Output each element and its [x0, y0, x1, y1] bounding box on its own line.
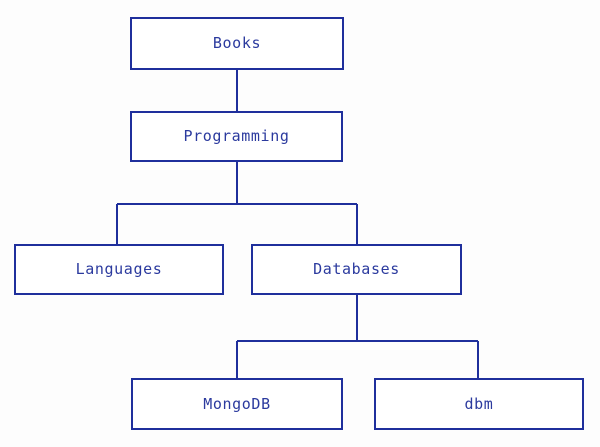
node-label-programming: Programming — [183, 127, 290, 145]
node-label-languages: Languages — [75, 260, 163, 278]
node-databases[interactable]: Databases — [251, 244, 462, 295]
node-languages[interactable]: Languages — [14, 244, 224, 295]
node-programming[interactable]: Programming — [130, 111, 343, 162]
node-books[interactable]: Books — [130, 17, 344, 70]
node-label-books: Books — [212, 34, 262, 52]
node-label-mongodb: MongoDB — [203, 394, 271, 413]
node-label-databases: Databases — [313, 260, 400, 278]
node-mongodb[interactable]: MongoDB — [131, 378, 343, 430]
node-label-dbm: dbm — [464, 394, 494, 413]
node-dbm[interactable]: dbm — [374, 378, 584, 430]
